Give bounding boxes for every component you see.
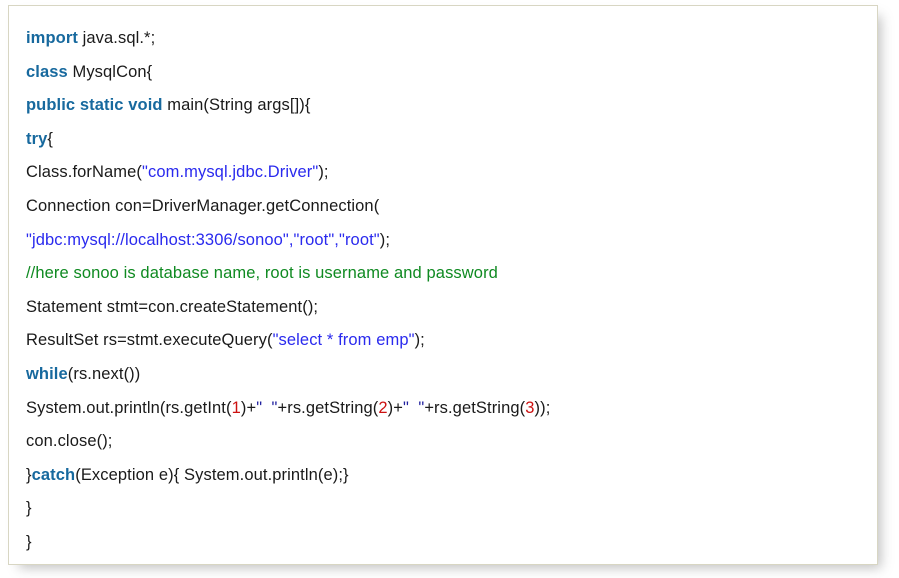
code-token-str: , [288, 230, 294, 249]
code-token-strd: " " [403, 398, 425, 417]
code-line: //here sonoo is database name, root is u… [26, 257, 877, 291]
code-token-str: , [334, 230, 339, 249]
code-token-str: "select * from emp" [272, 331, 415, 350]
code-token-plain: (Exception e){ System.out.println(e);} [75, 465, 349, 484]
code-token-plain: ); [379, 230, 391, 249]
code-line: public static void main(String args[]){ [26, 89, 877, 123]
code-token-plain: } [26, 499, 32, 518]
code-token-strd: " " [256, 398, 278, 417]
code-token-str: "root" [338, 230, 380, 249]
code-line: System.out.println(rs.getInt(1)+" "+rs.g… [26, 392, 877, 426]
code-token-plain: } [26, 532, 32, 551]
code-block: import java.sql.*;class MysqlCon{public … [8, 5, 878, 565]
code-token-num: 3 [525, 398, 535, 417]
code-line: } [26, 492, 877, 526]
code-token-num: 1 [231, 398, 241, 417]
code-token-plain: java.sql.*; [77, 29, 156, 47]
code-token-kw: import [26, 29, 78, 47]
code-line: try{ [26, 123, 877, 157]
code-token-plain: ); [414, 331, 425, 350]
code-listing[interactable]: import java.sql.*;class MysqlCon{public … [9, 6, 877, 560]
code-token-kw: try [26, 129, 48, 148]
code-token-plain: Connection con=DriverManager.getConnecti… [26, 196, 380, 215]
code-line: ResultSet rs=stmt.executeQuery("select *… [26, 324, 877, 358]
code-line: con.close(); [26, 425, 877, 459]
code-token-plain: main(String args[]){ [162, 96, 311, 115]
code-token-kw: catch [31, 465, 76, 484]
code-line: import java.sql.*; [26, 22, 877, 56]
code-token-str: "root" [293, 230, 335, 249]
code-line: class MysqlCon{ [26, 56, 877, 90]
code-token-plain: Statement stmt=con.createStatement(); [26, 297, 319, 316]
code-token-kw: while [26, 364, 68, 383]
code-token-plain: )+ [240, 398, 257, 417]
code-token-num: 2 [378, 398, 388, 417]
code-token-plain: (rs.next()) [67, 364, 141, 383]
code-token-kw: public static void [26, 96, 163, 115]
code-token-plain: +rs.getString( [277, 398, 379, 417]
code-token-plain: )+ [387, 398, 404, 417]
code-line: "jdbc:mysql://localhost:3306/sonoo","roo… [26, 224, 877, 258]
code-token-plain: { [47, 129, 54, 148]
code-token-plain: Class.forName( [26, 163, 143, 182]
code-token-plain: ); [318, 163, 329, 182]
code-line: } [26, 526, 877, 560]
code-token-com: //here sonoo is database name, root is u… [26, 264, 498, 283]
code-line: Statement stmt=con.createStatement(); [26, 291, 877, 325]
code-line: while(rs.next()) [26, 358, 877, 392]
code-line: Class.forName("com.mysql.jdbc.Driver"); [26, 156, 877, 190]
code-token-kw: class [26, 62, 68, 81]
code-token-plain: MysqlCon{ [67, 62, 153, 81]
code-token-plain: } [26, 465, 32, 484]
code-token-str: "jdbc:mysql://localhost:3306/sonoo" [26, 230, 289, 249]
code-token-plain: ResultSet rs=stmt.executeQuery( [26, 331, 273, 350]
code-token-plain: con.close(); [26, 432, 113, 451]
code-line: Connection con=DriverManager.getConnecti… [26, 190, 877, 224]
code-token-plain: +rs.getString( [424, 398, 526, 417]
code-token-plain: )); [534, 398, 551, 417]
code-line: }catch(Exception e){ System.out.println(… [26, 459, 877, 493]
code-token-plain: System.out.println(rs.getInt( [26, 398, 232, 417]
code-token-str: "com.mysql.jdbc.Driver" [142, 163, 319, 182]
